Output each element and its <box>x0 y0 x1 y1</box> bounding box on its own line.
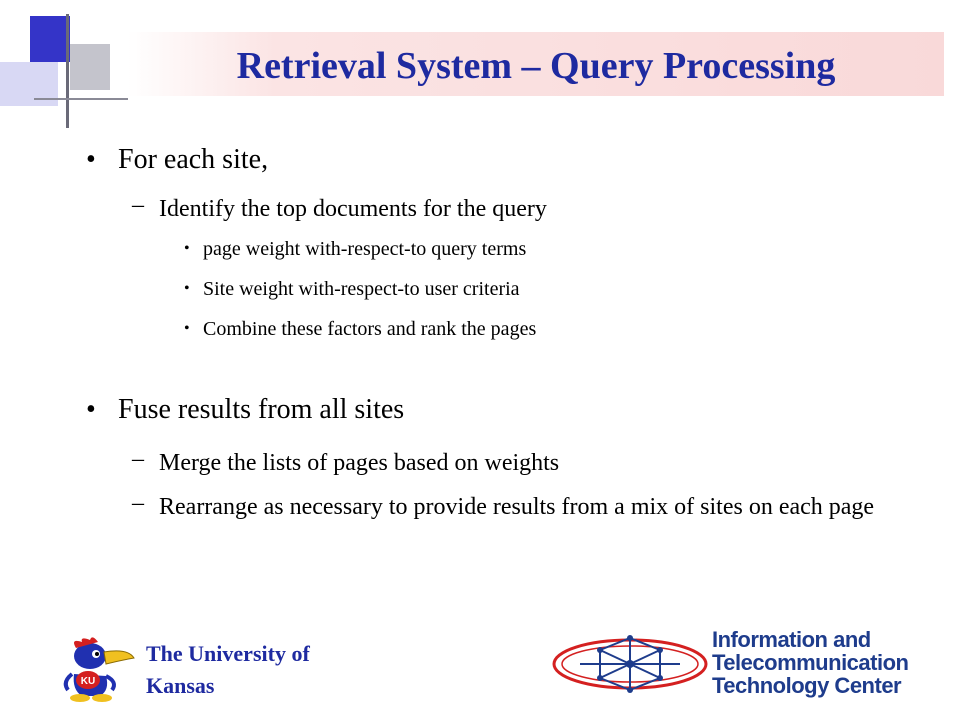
bullet-text: page weight with-respect-to query terms <box>203 238 527 260</box>
bullet-text: Site weight with-respect-to user criteri… <box>203 278 520 300</box>
decor-line-horizontal <box>34 98 128 100</box>
bullet-text: Merge the lists of pages based on weight… <box>159 450 560 476</box>
decor-line-vertical <box>66 14 69 128</box>
ittc-line-2: Telecommunication <box>712 650 909 675</box>
decor-square-grey <box>70 44 110 90</box>
slide-title: Retrieval System – Query Processing <box>236 45 836 87</box>
jayhawk-logo-icon <box>63 637 135 702</box>
decor-square-blue <box>30 16 70 62</box>
ittc-line-3: Technology Center <box>712 673 902 698</box>
ittc-line-1: Information and <box>712 627 871 652</box>
title-bar <box>128 32 944 96</box>
ittc-name: Information and Telecommunication Techno… <box>712 627 909 698</box>
jayhawk-ku-text: KU <box>81 676 95 687</box>
bullet-text: Fuse results from all sites <box>118 394 405 425</box>
bullet-marker: – <box>132 490 144 516</box>
bullet-text: For each site, <box>118 144 269 175</box>
bullet-marker: • <box>184 280 190 297</box>
university-line-1: The University of <box>146 641 310 666</box>
bullet-text: Combine these factors and rank the pages <box>203 318 537 340</box>
university-name: The University of Kansas <box>146 638 310 702</box>
bullet-text: Identify the top documents for the query <box>159 196 547 222</box>
bullet-marker: • <box>184 320 190 337</box>
bullet-marker: – <box>132 192 144 218</box>
bullet-marker: • <box>184 240 190 257</box>
ittc-logo-icon <box>552 635 708 693</box>
university-line-2: Kansas <box>146 673 215 698</box>
bullet-marker: • <box>86 144 96 175</box>
bullet-text: Rearrange as necessary to provide result… <box>159 494 875 520</box>
jayhawk-label: KU <box>81 676 95 687</box>
bullet-marker: – <box>132 446 144 472</box>
bullet-marker: • <box>86 394 96 425</box>
